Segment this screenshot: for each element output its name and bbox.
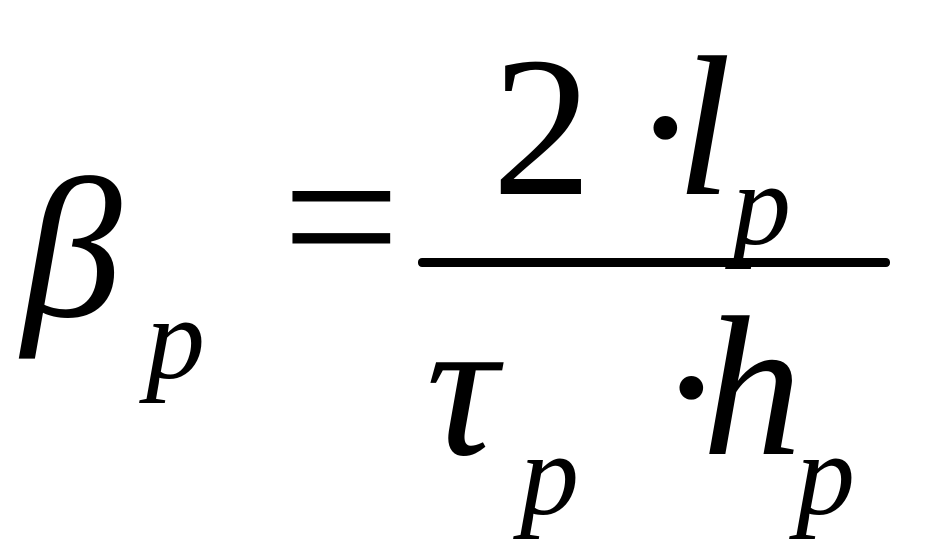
- denominator-multiply-dot: ·: [658, 277, 725, 498]
- fraction-bar: [418, 258, 890, 267]
- beta-symbol: β: [22, 139, 122, 360]
- equals-sign: =: [282, 101, 401, 333]
- numerator-multiply-dot: ·: [632, 17, 699, 238]
- denominator-tau-subscript: p: [520, 409, 579, 540]
- denominator-tau: τ: [426, 277, 498, 498]
- numerator-subscript: p: [732, 139, 791, 270]
- numerator-variable: l: [676, 17, 732, 238]
- numerator-coefficient: 2: [492, 17, 592, 238]
- denominator-h: h: [702, 277, 802, 498]
- beta-subscript: p: [146, 273, 205, 404]
- denominator-h-subscript: p: [796, 409, 855, 540]
